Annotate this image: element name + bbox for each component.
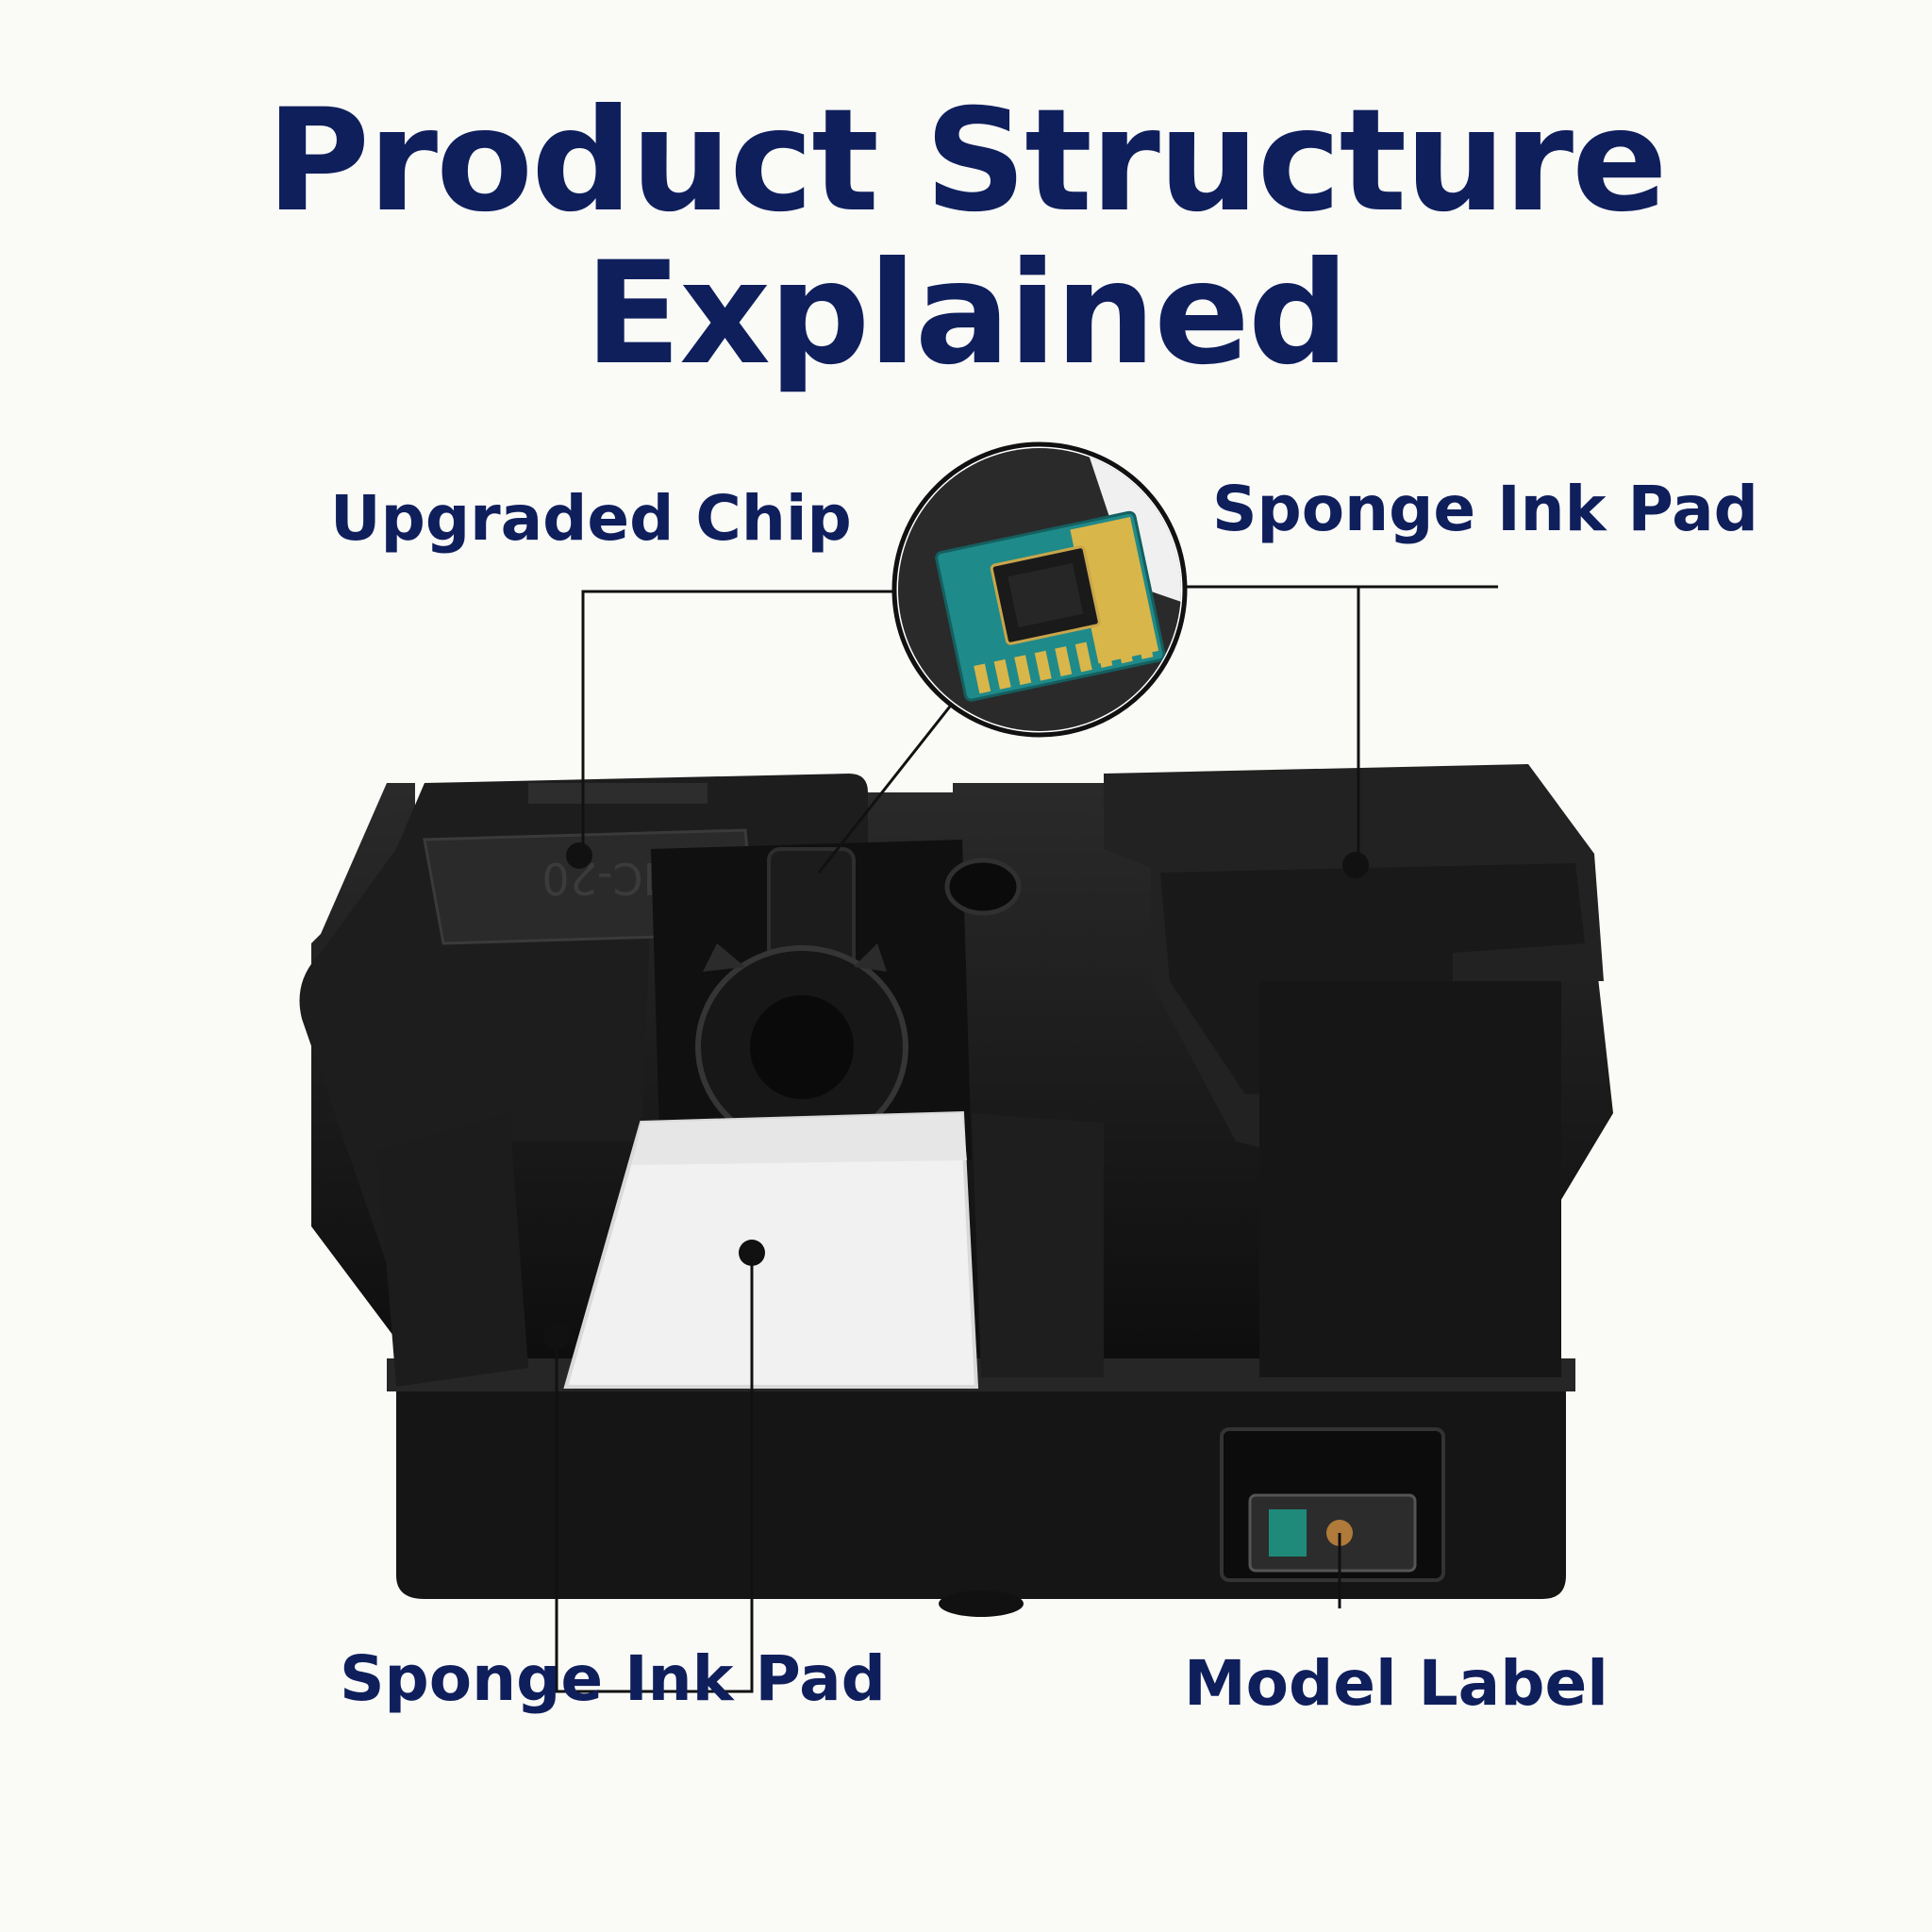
- label-sponge-ink-pad-bottom: Sponge Ink Pad: [340, 1642, 886, 1715]
- page-title: Product Structure Explained: [0, 85, 1932, 391]
- box-foot: [939, 1591, 1024, 1617]
- callout-line-chip: [581, 590, 896, 856]
- chip-zoom-circle: [891, 441, 1188, 738]
- screw-hole: [944, 858, 1022, 916]
- callout-line-pad-bottom: [555, 1255, 754, 1693]
- label-upgraded-chip: Upgraded Chip: [330, 482, 852, 555]
- callout-dot-chip: [566, 842, 592, 869]
- page-title-line-2: Explained: [584, 232, 1350, 396]
- callout-lines: [555, 585, 1498, 1693]
- page-title-line-1: Product Structure: [266, 79, 1668, 243]
- callout-dot-pad-top: [1342, 852, 1369, 878]
- label-model-label: Model Label: [1184, 1647, 1608, 1720]
- callout-line-zoom: [817, 702, 955, 874]
- box-front-right-wall: [972, 1113, 1104, 1377]
- box-front-left-wall: [377, 1113, 528, 1387]
- callout-dot-pad-center: [739, 1240, 765, 1266]
- callout-dot-pad-left: [543, 1323, 570, 1349]
- label-sponge-ink-pad-top: Sponge Ink Pad: [1212, 473, 1758, 545]
